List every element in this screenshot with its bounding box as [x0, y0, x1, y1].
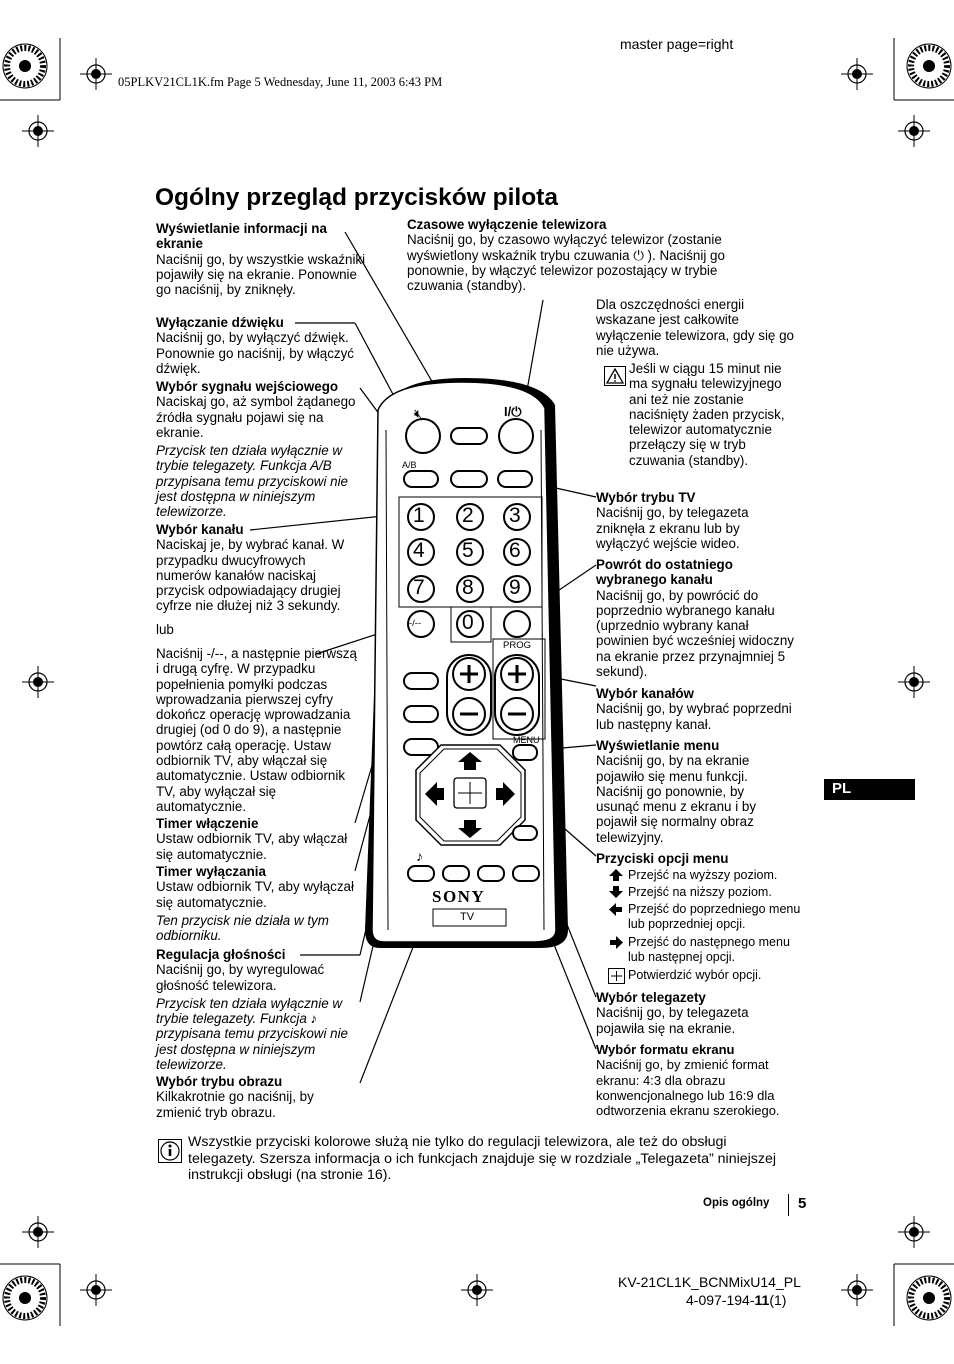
picture-mode-body: Kilkakrotnie go naciśnij, by zmienić try… [156, 1089, 314, 1120]
sleep-timer-body: Naciśnij go, by czasowo wyłączyć telewiz… [407, 232, 725, 294]
last-channel-body: Naciśnij go, by powrócić do poprzednio w… [596, 587, 794, 680]
page-number: 5 [798, 1195, 807, 1212]
energy-note: Dla oszczędności energii wskazane jest c… [596, 297, 794, 358]
down-arrow-icon [609, 886, 623, 898]
tv-mode-body: Naciśnij go, by telegazeta zniknęła z ek… [596, 505, 749, 551]
key-6: 6 [509, 539, 521, 562]
remote-prog-label: PROG [503, 640, 531, 651]
remote-ab-label: A/B [402, 460, 417, 470]
key-9: 9 [509, 576, 521, 599]
last-channel-title: Powrót do ostatniego wybranego kanału [596, 557, 733, 588]
color-buttons-note: Wszystkie przyciski kolorowe służą nie t… [188, 1134, 777, 1183]
tv-mode-title: Wybór trybu TV [596, 490, 696, 505]
key-5: 5 [462, 539, 474, 562]
input-body: Naciskaj go, aż symbol żądanego źródła s… [156, 394, 356, 440]
key-8: 8 [462, 576, 474, 599]
music-note-icon: ♪ [416, 848, 423, 864]
prog-body: Naciśnij go, by wybrać poprzedni lub nas… [596, 701, 792, 732]
input-note: Przycisk ten działa wyłącznie w trybie t… [156, 443, 349, 520]
key-dash: -/-- [409, 618, 422, 629]
timer-on-body: Ustaw odbiornik TV, aby włączał się auto… [156, 831, 348, 862]
volume-body: Naciśnij go, by wyregulować głośność tel… [156, 962, 325, 993]
language-tab-label: PL [832, 780, 852, 797]
mute-icon: 🔇︎ [414, 406, 423, 421]
or-label: lub [156, 622, 174, 637]
option-ok-text: Potwierdzić wybór opcji. [628, 968, 762, 982]
remote-tv-label: TV [460, 911, 475, 923]
menu-options-title: Przyciski opcji menu [596, 851, 729, 866]
part-number-suffix: (1) [769, 1292, 787, 1308]
sleep-timer-title: Czasowe wyłączenie telewizora [407, 217, 607, 232]
info-icon [158, 1139, 182, 1163]
option-up-row: Przejść na wyższy poziom. [608, 868, 808, 886]
teletext-title: Wybór telegazety [596, 990, 706, 1005]
option-up-text: Przejść na wyższy poziom. [628, 868, 778, 882]
channel-title: Wybór kanału [156, 522, 244, 537]
part-number: 4-097-194-11(1) [686, 1292, 786, 1308]
up-arrow-icon [609, 869, 623, 881]
key-2: 2 [462, 504, 474, 527]
timer-off-title: Timer wyłączania [156, 864, 266, 879]
part-number-bold: 11 [754, 1292, 770, 1308]
key-3: 3 [509, 504, 521, 527]
ok-icon [608, 968, 625, 984]
key-4: 4 [413, 539, 425, 562]
option-ok-row: Potwierdzić wybór opcji. [608, 968, 808, 988]
key-1: 1 [413, 504, 425, 527]
option-right-row: Przejść do następnego menu lub następnej… [608, 935, 808, 965]
key-7: 7 [413, 576, 425, 599]
teletext-body: Naciśnij go, by telegazeta pojawiła się … [596, 1005, 749, 1036]
input-title: Wybór sygnału wejściowego [156, 379, 339, 394]
mute-body: Naciśnij go, by wyłączyć dźwięk. Ponowni… [156, 330, 354, 376]
format-body: Naciśnij go, by zmienić format ekranu: 4… [596, 1057, 780, 1119]
menu-display-title: Wyświetlanie menu [596, 738, 720, 753]
format-title: Wybór formatu ekranu [596, 1042, 735, 1057]
info-title: Wyświetlanie informacji na ekranie [156, 221, 327, 252]
master-page-label: master page=right [620, 36, 734, 52]
timer-off-body: Ustaw odbiornik TV, aby wyłączał się aut… [156, 879, 354, 910]
info-body: Naciśnij go, by wszystkie wskaźniki poja… [156, 251, 366, 298]
prog-title: Wybór kanałów [596, 686, 694, 701]
option-right-text: Przejść do następnego menu lub następnej… [628, 935, 790, 964]
option-left-text: Przejść do poprzedniego menu lub poprzed… [628, 902, 801, 931]
volume-title: Regulacja głośności [156, 947, 286, 962]
file-info: 05PLKV21CL1K.fm Page 5 Wednesday, June 1… [118, 75, 443, 89]
mute-title: Wyłączanie dźwięku [156, 315, 284, 330]
power-icon: I/⏻ [504, 404, 522, 419]
picture-mode-title: Wybór trybu obrazu [156, 1074, 283, 1089]
warning-icon [604, 366, 626, 386]
option-left-row: Przejść do poprzedniego menu lub poprzed… [608, 902, 808, 932]
option-down-text: Przejść na niższy poziom. [628, 885, 772, 899]
remote-brand-logo: SONY [432, 887, 486, 906]
remote-menu-label: MENU [513, 735, 540, 745]
right-arrow-icon [610, 936, 623, 949]
timer-off-note: Ten przycisk nie działa w tym odbiorniku… [156, 912, 329, 944]
channel-body: Naciskaj je, by wybrać kanał. W przypadk… [156, 537, 345, 614]
key-0: 0 [462, 611, 474, 634]
left-arrow-icon [609, 903, 622, 916]
digit-entry-body: Naciśnij -/--, a następnie pierwszą i dr… [156, 646, 357, 814]
section-label: Opis ogólny [703, 1197, 770, 1209]
menu-display-body: Naciśnij go, by na ekranie pojawiło się … [596, 753, 757, 845]
page-title: Ogólny przegląd przycisków pilota [155, 184, 558, 211]
language-tab: PL [824, 779, 915, 800]
footer-divider [788, 1194, 789, 1216]
warning-note: Jeśli w ciągu 15 minut nie ma sygnału te… [629, 361, 785, 468]
model-code: KV-21CL1K_BCNMixU14_PL [618, 1274, 801, 1290]
timer-on-title: Timer włączenie [156, 816, 259, 831]
volume-note: Przycisk ten działa wyłącznie w trybie t… [156, 995, 349, 1073]
option-down-row: Przejść na niższy poziom. [608, 885, 808, 903]
part-number-prefix: 4-097-194- [686, 1292, 755, 1308]
